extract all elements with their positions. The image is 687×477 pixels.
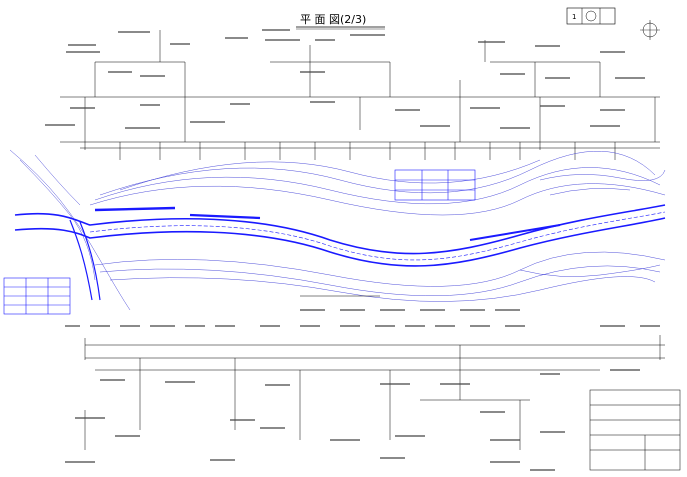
upper-label-marks xyxy=(45,29,645,129)
lower-annotation-lines xyxy=(84,295,665,450)
sheet-number: 1 xyxy=(572,13,576,21)
terrain-contours xyxy=(9,149,666,311)
title-block-top: 平 面 図(2/3) xyxy=(296,13,385,30)
drawing-title: 平 面 図(2/3) xyxy=(300,13,366,26)
curve-table-center xyxy=(394,169,476,201)
north-arrow-icon xyxy=(640,20,660,40)
title-stamp-icon: 1 xyxy=(566,7,616,25)
upper-annotation-lines xyxy=(60,30,660,150)
upper-station-row xyxy=(80,142,660,160)
lower-label-marks xyxy=(65,309,660,471)
legend-block xyxy=(589,389,681,471)
curve-table-left xyxy=(3,277,71,315)
road-alignment xyxy=(14,204,666,301)
